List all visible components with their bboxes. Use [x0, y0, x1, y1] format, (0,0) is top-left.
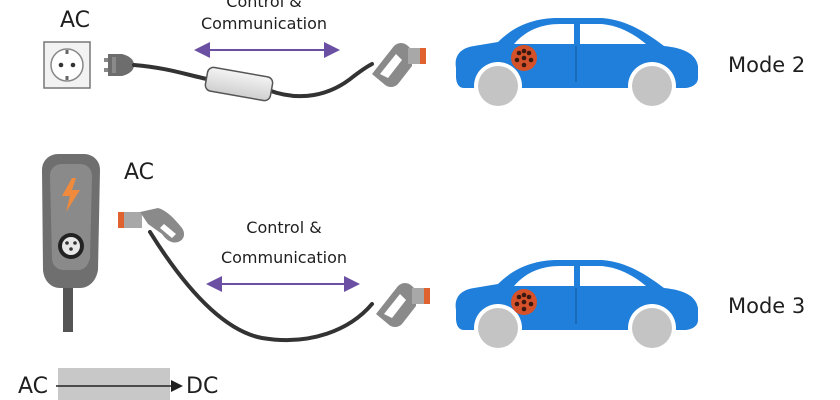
comm-label-line2: Communication [200, 14, 328, 33]
mode-label: Mode 3 [728, 294, 806, 318]
domestic-plug-icon [104, 54, 134, 76]
electric-car-mode2 [454, 17, 699, 111]
dc-output-label: DC [186, 374, 219, 399]
mode-label: Mode 2 [728, 53, 806, 77]
source-label-ac: AC [124, 160, 155, 185]
comm-label-line1: Control & [226, 0, 302, 11]
wallbox-charger-icon [42, 154, 100, 332]
charging-gun-icon [118, 208, 185, 243]
car-charging-socket-icon [511, 289, 537, 315]
charging-gun-icon [376, 283, 430, 327]
charging-cable [148, 230, 374, 343]
charging-gun-icon [372, 43, 426, 87]
source-label-ac: AC [60, 8, 91, 33]
electric-car-mode3 [454, 259, 699, 353]
wall-socket-icon [43, 41, 91, 89]
car-charging-socket-icon [511, 45, 537, 71]
ac-dc-converter-box [58, 368, 170, 400]
comm-label-line2: Communication [220, 248, 348, 267]
comm-label-line1: Control & [246, 218, 322, 237]
ac-input-label: AC [18, 374, 49, 399]
in-cable-control-box [204, 66, 274, 102]
